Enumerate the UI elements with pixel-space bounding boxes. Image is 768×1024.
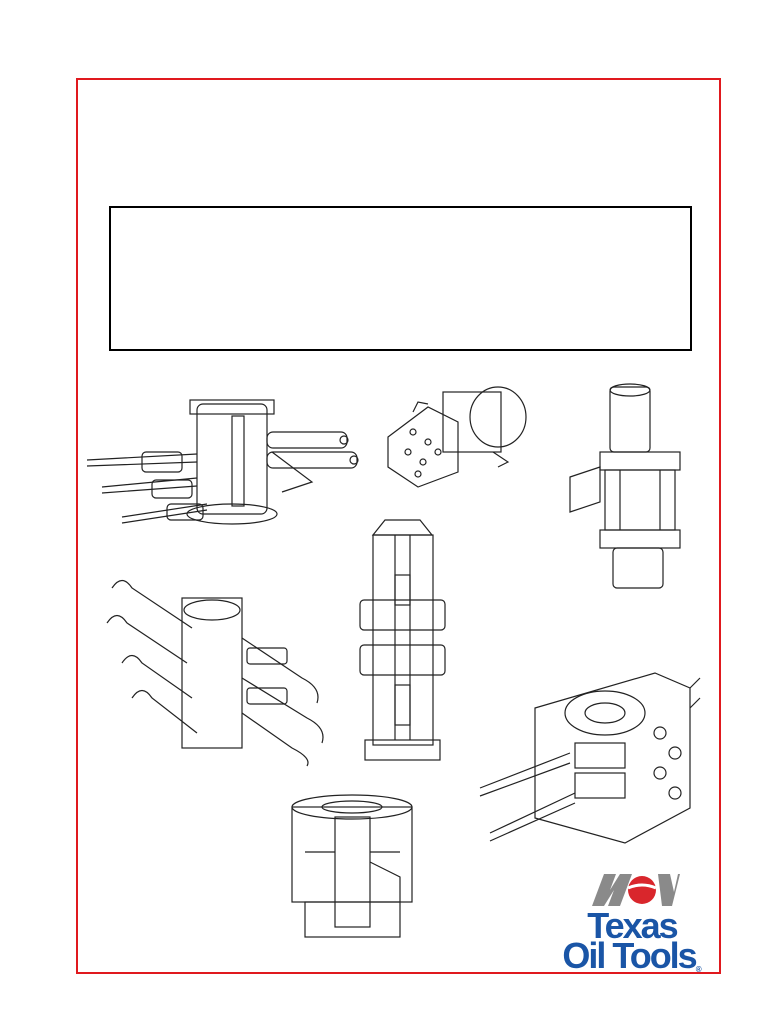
actuator-illustration-icon xyxy=(565,382,685,592)
texas-oil-tools-logo: Texas Oil Tools® xyxy=(552,872,712,974)
bop-stack-illustration-icon xyxy=(82,392,372,537)
lubricator-illustration-icon xyxy=(355,515,450,765)
logo-line-2-text: Oil Tools xyxy=(562,935,697,976)
hydraulic-gate-illustration-icon xyxy=(383,382,531,490)
quad-bop-illustration-icon xyxy=(92,568,338,768)
ram-bop-illustration-icon xyxy=(475,668,715,858)
title-box xyxy=(109,206,692,351)
logo-line-1: Texas xyxy=(587,905,678,946)
page-frame xyxy=(76,78,721,974)
nov-logo-icon xyxy=(590,872,680,908)
spool-illustration-icon xyxy=(285,792,420,944)
logo-line-2: Oil Tools® xyxy=(552,938,712,974)
registered-mark: ® xyxy=(695,965,702,974)
